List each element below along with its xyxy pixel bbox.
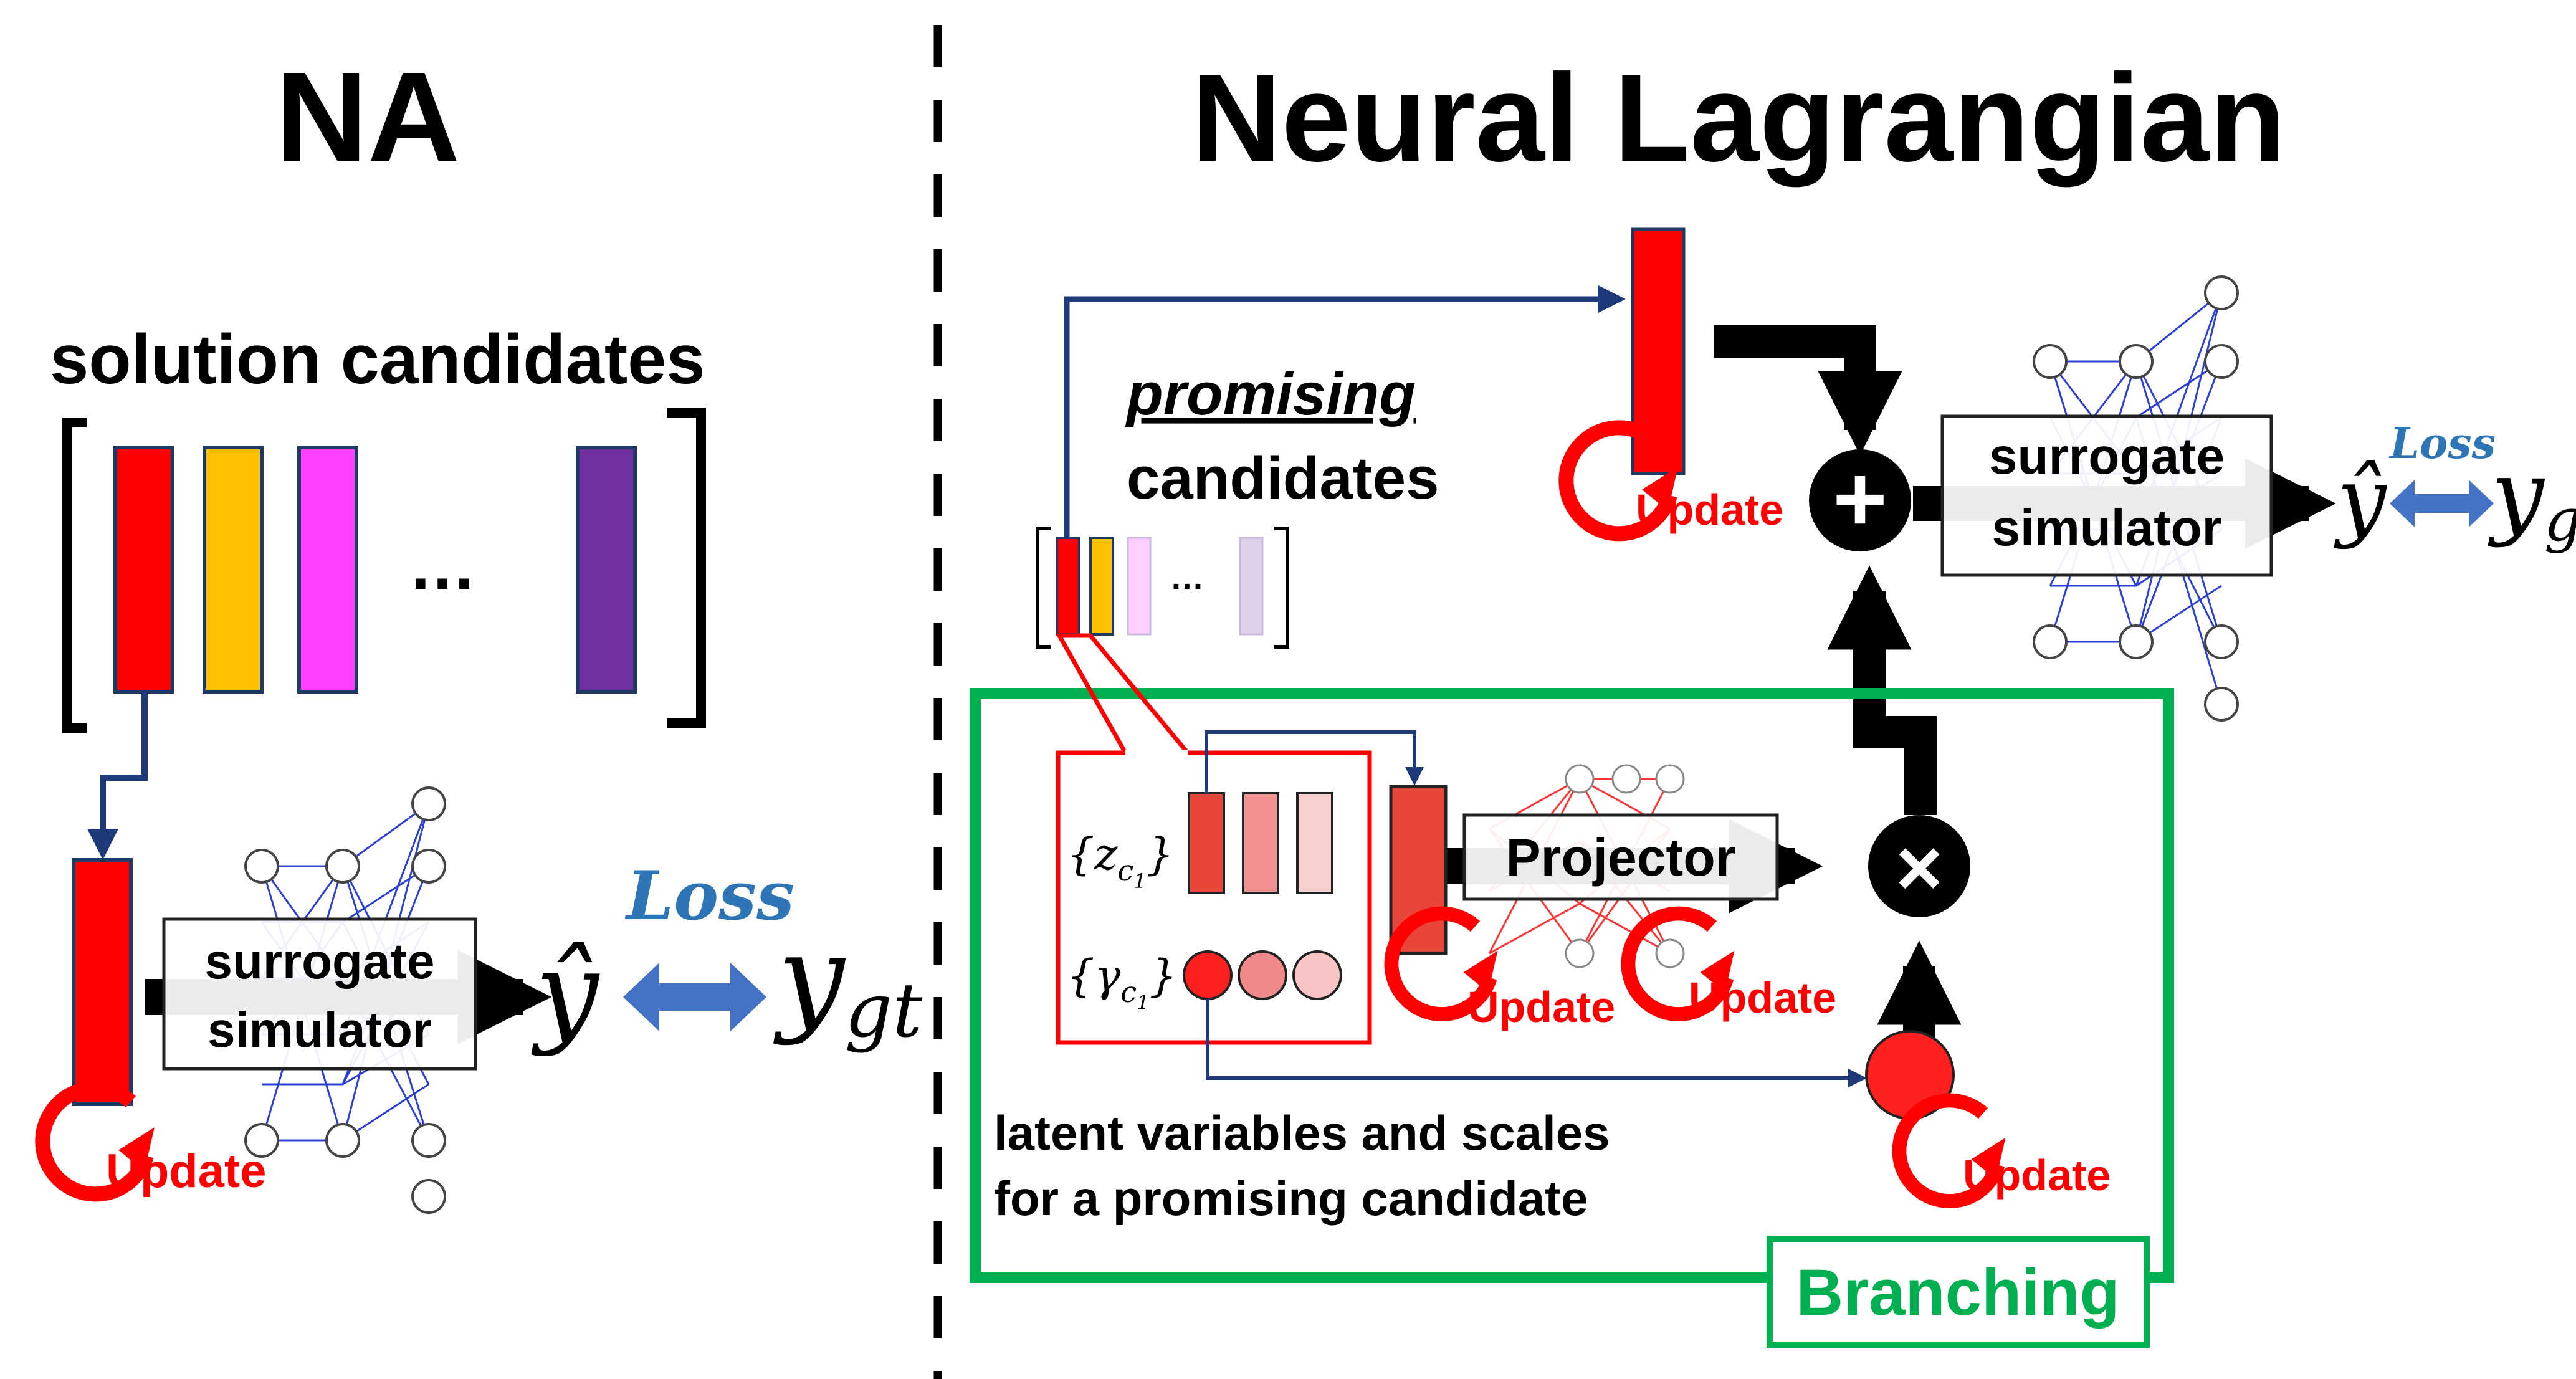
z-label: {zc1} bbox=[1067, 829, 1174, 893]
nl-candidate-red bbox=[1056, 537, 1080, 636]
na-surrogate-label-2: simulator bbox=[208, 1002, 432, 1057]
projector-box bbox=[1462, 813, 1779, 901]
scale-gamma-1 bbox=[1183, 950, 1233, 1000]
na-candidate-red bbox=[113, 446, 174, 694]
nl-vector-to-plus-arrow bbox=[1714, 325, 1902, 456]
nl-surrogate-label-1: surrogate bbox=[1989, 428, 2225, 485]
latent-to-vector-arrow bbox=[1205, 730, 1424, 793]
nl-double-arrow-icon bbox=[2390, 480, 2494, 527]
nl-surrogate-box bbox=[1940, 414, 2273, 577]
na-y-gt: ygt bbox=[773, 909, 923, 1054]
latent-z-1 bbox=[1188, 792, 1225, 894]
na-candidate-orange bbox=[203, 446, 264, 694]
na-title: NA bbox=[275, 45, 460, 188]
na-selected-candidate bbox=[72, 858, 133, 1106]
na-ellipsis: … bbox=[408, 527, 477, 604]
nl-y-hat: ŷ bbox=[2333, 449, 2387, 551]
nl-title: Neural Lagrangian bbox=[1191, 49, 2286, 188]
nl-surrogate-label-2: simulator bbox=[1992, 500, 2221, 556]
nl-candidates-label: candidates bbox=[1127, 445, 1439, 512]
nl-candidate-magenta bbox=[1127, 537, 1152, 636]
na-candidate-bracket bbox=[62, 408, 706, 733]
branching-label-box bbox=[1767, 1236, 2150, 1348]
nl-candidate-orange bbox=[1089, 537, 1114, 636]
branching-box bbox=[970, 688, 2174, 1283]
scale-gamma-3 bbox=[1292, 950, 1342, 1000]
nl-update-vector-label: Update bbox=[1467, 983, 1615, 1031]
na-candidate-magenta bbox=[297, 446, 358, 694]
latent-z-2 bbox=[1242, 792, 1279, 894]
na-double-arrow-icon bbox=[623, 963, 766, 1031]
latent-description-1: latent variables and scales bbox=[994, 1105, 1610, 1160]
nl-promising-arrow bbox=[1064, 285, 1626, 538]
scale-to-node-arrow bbox=[1206, 999, 1867, 1087]
nl-plus-icon bbox=[1809, 449, 1911, 551]
na-selection-arrow bbox=[87, 692, 148, 860]
nl-network-nodes bbox=[2033, 275, 2239, 722]
nl-update-scale-label: Update bbox=[1963, 1151, 2111, 1200]
na-surrogate-label-1: surrogate bbox=[205, 933, 435, 989]
na-surrogate-box bbox=[162, 917, 477, 1071]
na-loss-label: Loss bbox=[624, 857, 794, 935]
na-y-hat: ŷ bbox=[531, 928, 600, 1058]
gamma-label: {γc1} bbox=[1067, 950, 1177, 1014]
projector-label: Projector bbox=[1506, 828, 1736, 887]
nl-ellipsis: … bbox=[1170, 558, 1205, 596]
na-candidate-purple bbox=[576, 446, 637, 694]
nl-update-projector-label: Update bbox=[1689, 973, 1836, 1022]
latent-z-3 bbox=[1296, 792, 1333, 894]
na-update-label: Update bbox=[106, 1145, 267, 1198]
scale-gamma-2 bbox=[1238, 950, 1287, 1000]
projector-network-nodes bbox=[1565, 764, 1685, 968]
nl-candidate-bracket bbox=[1036, 527, 1289, 649]
nl-times-icon bbox=[1868, 815, 1970, 917]
nl-loss-label: Loss bbox=[2388, 419, 2496, 469]
na-candidates-label: solution candidates bbox=[50, 320, 705, 398]
na-network-nodes bbox=[244, 786, 446, 1214]
nl-times-symbol: × bbox=[1896, 822, 1943, 913]
nl-update-top-label: Update bbox=[1636, 485, 1783, 534]
nl-y-gt: ygt bbox=[2488, 441, 2576, 555]
nl-promising-label: promising bbox=[1125, 361, 1416, 427]
nl-candidate-purple bbox=[1239, 537, 1264, 636]
nl-plus-symbol: + bbox=[1833, 446, 1887, 551]
nl-times-to-plus-arrow bbox=[1827, 565, 1937, 815]
branching-label: Branching bbox=[1796, 1256, 2119, 1329]
latent-description-2: for a promising candidate bbox=[994, 1171, 1588, 1226]
